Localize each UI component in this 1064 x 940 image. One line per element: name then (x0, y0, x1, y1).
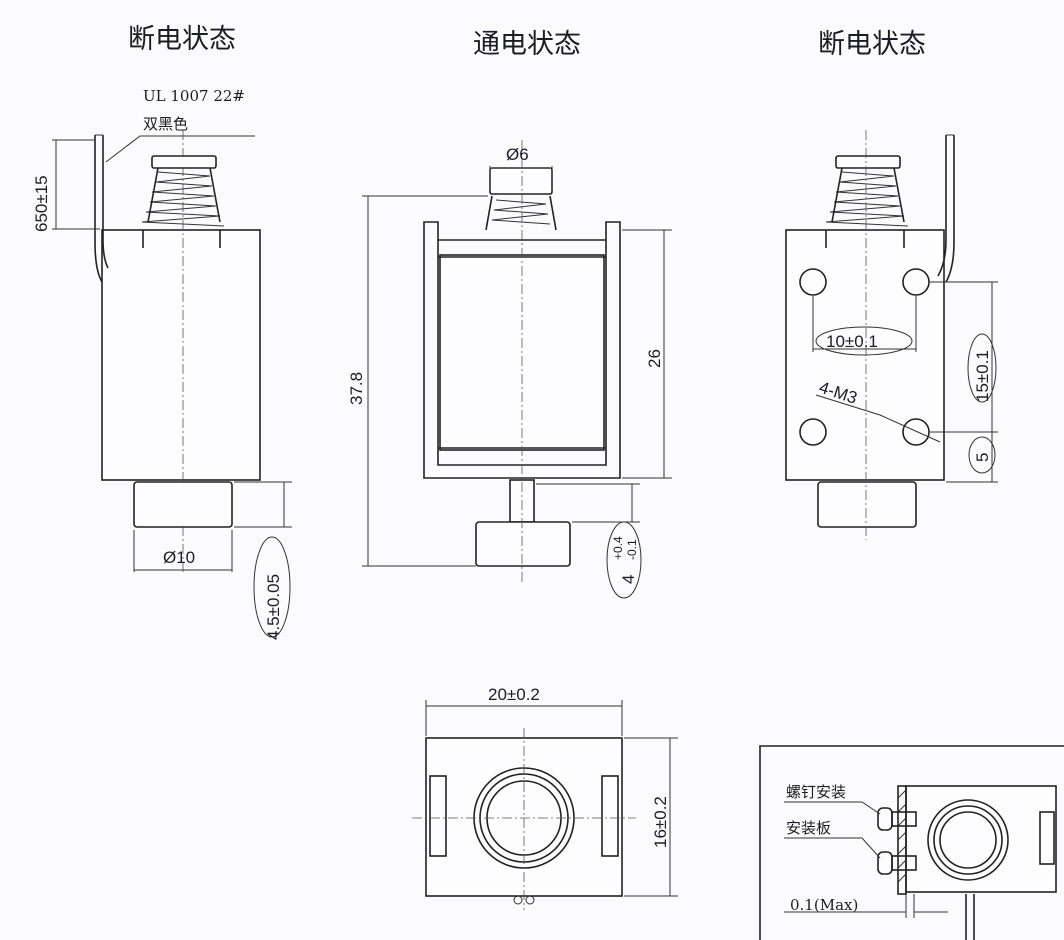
wire-length-dim: 650±15 (32, 175, 51, 232)
stroke-tol-lower: -0.1 (625, 539, 639, 560)
wire-color-label: 双黑色 (143, 115, 188, 133)
mounting-detail (759, 745, 1064, 940)
mount-plate-label: 安装板 (786, 819, 831, 837)
title-left: 断电状态 (128, 24, 236, 55)
bottom-depth-dim: 16±0.2 (651, 796, 670, 848)
hole-spacing-vertical: 15±0.1 (973, 350, 992, 402)
plunger-diameter-dim: Ø10 (163, 548, 195, 567)
bottom-width-dim: 20±0.2 (488, 685, 540, 704)
head-diameter-dim: Ø6 (506, 145, 529, 164)
title-right: 断电状态 (818, 29, 926, 60)
total-height-dim: 37.8 (347, 372, 366, 405)
bottom-view (412, 700, 678, 910)
hole-spacing-horizontal: 10±0.1 (826, 332, 878, 351)
right-solenoid-view (785, 130, 998, 540)
wire-spec-label: UL 1007 22# (143, 87, 245, 105)
bottom-offset: 5 (973, 453, 992, 462)
gap-max-label: 0.1(Max) (790, 896, 858, 914)
center-solenoid-view (362, 140, 672, 599)
title-center: 通电状态 (473, 29, 581, 60)
left-solenoid-view (52, 130, 292, 638)
plunger-height-dim: 4.5±0.05 (264, 574, 283, 640)
screw-mount-label: 螺钉安装 (786, 783, 846, 801)
stroke-nominal: 4 (619, 575, 638, 584)
frame-height-dim: 26 (645, 349, 664, 368)
stroke-tol-upper: +0.4 (611, 536, 625, 560)
